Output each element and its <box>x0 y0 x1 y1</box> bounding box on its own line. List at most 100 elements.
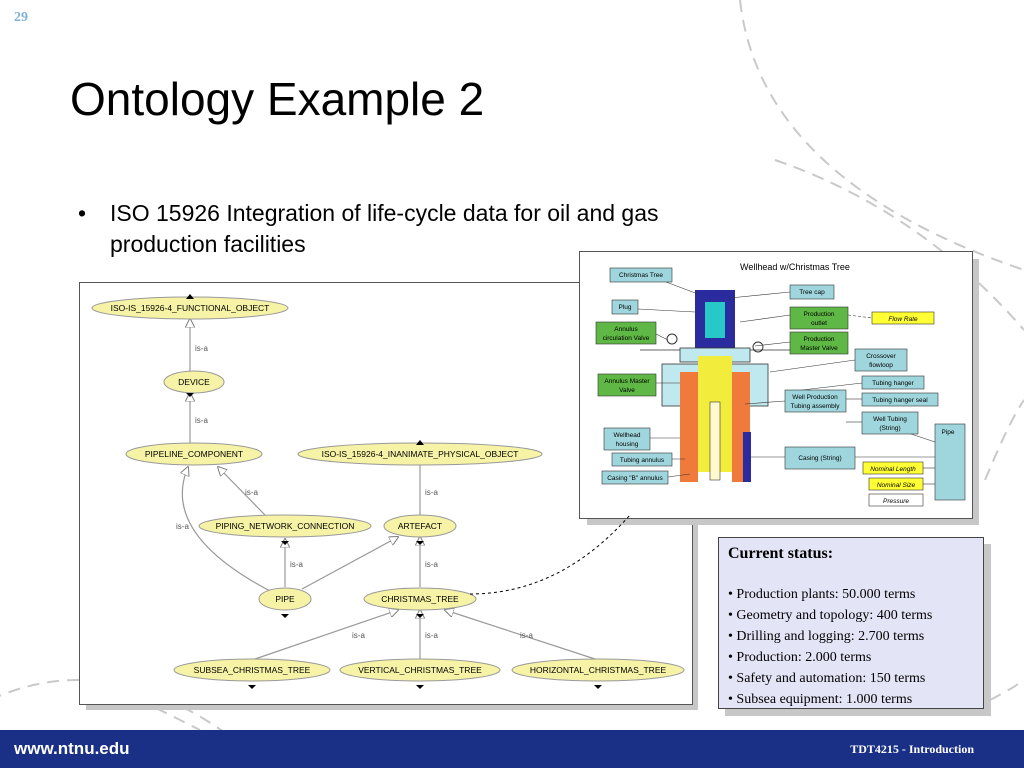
label-box-casing-b-annulus <box>601 470 669 485</box>
wh-label: Tubing assembly <box>791 403 841 410</box>
wh-label: Tree cap <box>799 289 825 296</box>
edge-label: is-a <box>425 560 438 569</box>
label-box-production-master-valve <box>789 331 849 355</box>
expand-marker-icon <box>594 685 602 689</box>
node-label: PIPELINE_COMPONENT <box>145 449 243 459</box>
label-box-annulus-master-valve <box>597 373 657 397</box>
edge-horizontal-xmas <box>445 610 596 660</box>
dashed-connector <box>470 514 631 595</box>
footer-course: TDT4215 - Introduction <box>850 742 974 756</box>
bullet-text-line-1: ISO 15926 Integration of life-cycle data… <box>110 200 659 226</box>
wellhead-title: Wellhead w/Christmas Tree <box>740 262 850 272</box>
wh-label: (String) <box>879 425 900 432</box>
wh-label: Tubing hanger <box>872 380 915 387</box>
wh-label: Well Production <box>792 394 838 401</box>
node-pipeline-component[interactable] <box>125 442 263 466</box>
expand-marker-icon <box>416 685 424 689</box>
wh-label: Valve <box>619 387 635 394</box>
node-horizontal-christmas-tree[interactable] <box>511 658 685 682</box>
edge-label: is-a <box>176 522 189 531</box>
wh-label: Casing "B" annulus <box>607 475 663 482</box>
label-box-christmas-tree <box>609 267 673 283</box>
wh-label: housing <box>616 441 639 448</box>
label-box-production-outlet <box>789 306 849 330</box>
label-box-pressure <box>868 493 924 507</box>
edge-pnc-pipeline <box>218 467 266 516</box>
node-label: DEVICE <box>178 377 210 387</box>
label-box-crossover-flowloop <box>854 348 908 372</box>
edge-pipe-pipeline <box>182 467 271 592</box>
edge-label: is-a <box>520 631 533 640</box>
node-label: CHRISTMAS_TREE <box>381 594 459 604</box>
ontology-graph: is-a is-a is-a is-a is-a is-a is-a is-a … <box>91 294 685 689</box>
node-artefact[interactable] <box>383 514 457 538</box>
status-item: • Production plants: 50.000 terms <box>728 587 916 602</box>
edge-pipe-artefact <box>301 537 398 590</box>
wh-label: circulation Valve <box>603 335 650 342</box>
edge-subsea-xmas <box>254 610 398 660</box>
wh-label: Pipe <box>941 429 954 436</box>
expand-marker-icon <box>186 393 194 397</box>
edge-label: is-a <box>352 631 365 640</box>
label-box-tubing-annulus <box>611 452 673 467</box>
node-label: PIPE <box>275 594 295 604</box>
status-title: Current status: <box>728 545 834 562</box>
edge-label: is-a <box>195 416 208 425</box>
wh-label: Production <box>803 311 834 318</box>
node-piping-network-connection[interactable] <box>198 514 372 538</box>
wh-label: Casing (String) <box>798 455 841 462</box>
slide-title: Ontology Example 2 <box>70 73 485 125</box>
node-label: VERTICAL_CHRISTMAS_TREE <box>358 665 482 675</box>
edge-label: is-a <box>425 631 438 640</box>
node-label: SUBSEA_CHRISTMAS_TREE <box>194 665 311 675</box>
label-box-nominal-size <box>868 477 924 491</box>
node-christmas-tree[interactable] <box>363 587 477 611</box>
wh-label: flowloop <box>869 362 893 369</box>
label-box-nominal-length <box>862 461 924 475</box>
status-item: • Subsea equipment: 1.000 terms <box>728 692 913 707</box>
wh-label: Tubing annulus <box>620 457 665 464</box>
wh-label: Crossover <box>866 353 896 360</box>
node-label: ARTEFACT <box>398 521 442 531</box>
decorative-dashed-arcs <box>0 0 1024 730</box>
node-label: PIPING_NETWORK_CONNECTION <box>216 521 355 531</box>
label-box-well-production-tubing <box>784 389 847 413</box>
label-box-flow-rate <box>871 311 935 325</box>
node-pipe[interactable] <box>258 587 312 611</box>
footer-bar <box>0 730 1024 768</box>
node-vertical-christmas-tree[interactable] <box>339 658 501 682</box>
expand-marker-icon <box>416 541 424 545</box>
wh-label: Flow Rate <box>888 316 918 323</box>
node-label: HORIZONTAL_CHRISTMAS_TREE <box>530 665 667 675</box>
expand-marker-icon <box>248 685 256 689</box>
slide-number: 29 <box>14 10 28 25</box>
status-box: Current status: • Production plants: 50.… <box>718 537 984 709</box>
status-item: • Drilling and logging: 2.700 terms <box>728 629 925 644</box>
label-box-plug <box>611 299 639 315</box>
node-subsea-christmas-tree[interactable] <box>173 658 331 682</box>
bullet-marker: • <box>78 200 87 226</box>
wh-label: Wellhead <box>614 432 641 439</box>
wellhead-graphic: Wellhead w/Christmas Tree <box>595 262 966 507</box>
node-label: ISO-IS_15926-4_INANIMATE_PHYSICAL_OBJECT <box>322 449 519 459</box>
label-box-casing-string <box>784 446 856 470</box>
wh-label: Plug <box>618 304 631 311</box>
label-box-well-tubing <box>861 411 919 435</box>
expand-marker-icon <box>281 541 289 545</box>
footer-url[interactable]: www.ntnu.edu <box>14 739 130 758</box>
edge-label: is-a <box>290 560 303 569</box>
label-box-tubing-hanger-seal <box>861 392 939 407</box>
expand-marker-icon <box>281 614 289 618</box>
status-item: • Production: 2.000 terms <box>728 650 872 665</box>
wh-label: Tubing hanger seal <box>872 397 928 404</box>
wellhead-drawing <box>640 290 790 482</box>
status-item: • Safety and automation: 150 terms <box>728 671 926 686</box>
edge-label: is-a <box>425 488 438 497</box>
wh-label: Pressure <box>883 498 909 505</box>
wh-label: Well Tubing <box>873 416 907 423</box>
edge-label: is-a <box>195 344 208 353</box>
wh-label: Nominal Size <box>877 482 916 489</box>
expand-marker-icon <box>416 440 424 445</box>
node-label: ISO-IS_15926-4_FUNCTIONAL_OBJECT <box>111 303 270 313</box>
expand-marker-icon <box>186 294 194 299</box>
